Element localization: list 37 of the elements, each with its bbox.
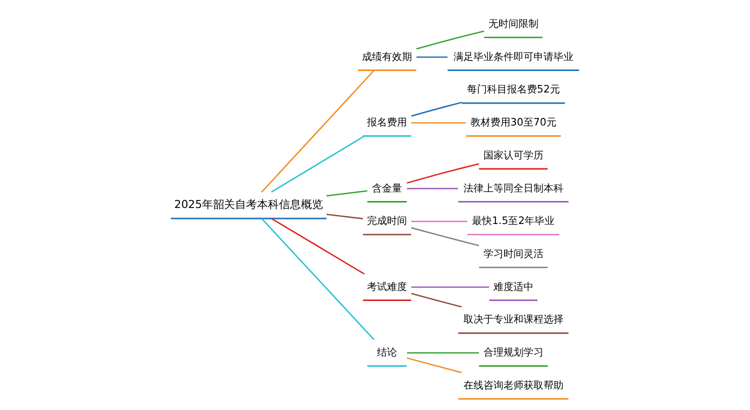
connector [406, 163, 480, 184]
node-text: 学习时间灵活 [483, 248, 544, 260]
node-text: 2025年韶关自考本科信息概览 [174, 198, 324, 211]
connector [407, 188, 458, 190]
node-text: 取决于专业和课程选择 [463, 314, 564, 326]
node-text: 法律上等同全日制本科 [463, 183, 564, 194]
node-text: 成绩有效期 [362, 52, 412, 63]
connector [271, 136, 365, 193]
node-text: 含金量 [372, 183, 402, 194]
connector [411, 286, 490, 288]
connector [416, 30, 484, 50]
node-text: 最快1.5至2年毕业 [472, 216, 555, 228]
connector [411, 292, 462, 308]
node-text: 教材费用30至70元 [470, 118, 556, 129]
node-text: 结论 [377, 348, 398, 359]
node-text: 考试难度 [367, 282, 408, 293]
node-text: 满足毕业条件即可申请毕业 [453, 52, 574, 63]
connector [326, 190, 368, 197]
connector [411, 122, 466, 124]
node-text: 每门科目报名费52元 [466, 84, 560, 96]
node-text: 完成时间 [367, 216, 408, 228]
node-text: 在线咨询老师获取帮助 [463, 380, 564, 392]
node-text: 合理规划学习 [483, 348, 544, 359]
connector [326, 214, 363, 220]
node-text: 无时间限制 [488, 18, 538, 30]
connector [406, 357, 462, 374]
connector [411, 220, 468, 222]
node-text: 国家认可学历 [483, 150, 544, 162]
connector [411, 227, 480, 246]
connector [261, 70, 374, 193]
connector [261, 218, 375, 340]
connector [416, 56, 448, 58]
connector [411, 102, 462, 117]
node-text: 报名费用 [367, 118, 408, 129]
connector [271, 218, 365, 275]
node-text: 难度适中 [493, 282, 534, 293]
connector [407, 352, 480, 354]
